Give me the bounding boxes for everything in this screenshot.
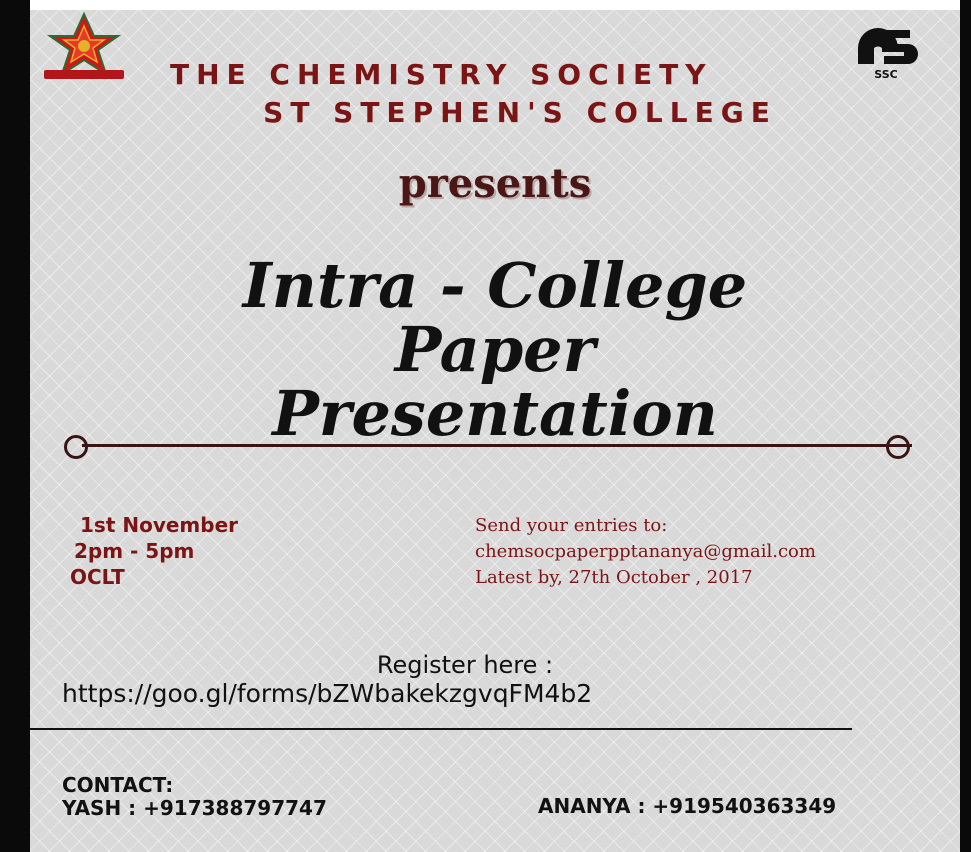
entries-email[interactable]: chemsocpaperpptananya@gmail.com xyxy=(475,541,816,562)
contact-yash: YASH : +917388797747 xyxy=(62,796,327,820)
left-black-border xyxy=(0,0,30,852)
college-name: ST STEPHEN'S COLLEGE xyxy=(263,96,777,129)
event-date: 1st November xyxy=(80,513,239,537)
divider-left-circle xyxy=(64,435,88,459)
divider-right-circle xyxy=(886,435,910,459)
footer-rule xyxy=(30,728,852,730)
register-link[interactable]: https://goo.gl/forms/bZWbakekzgvqFM4b2 xyxy=(62,679,593,708)
title-divider-line xyxy=(82,444,912,447)
event-title-line-3: Presentation xyxy=(272,377,718,450)
right-black-border xyxy=(960,0,971,852)
event-time: 2pm - 5pm xyxy=(74,539,195,563)
event-title-line-1: Intra - College xyxy=(242,249,748,322)
register-label: Register here : xyxy=(376,651,554,679)
poster: SSC THE CHEMISTRY SOCIETY ST STEPHEN'S C… xyxy=(30,10,960,852)
society-title: THE CHEMISTRY SOCIETY xyxy=(170,58,713,91)
entries-label: Send your entries to: xyxy=(475,515,668,536)
logo-right-text: SSC xyxy=(874,68,897,81)
entries-deadline: Latest by, 27th October , 2017 xyxy=(475,567,753,588)
contact-label: CONTACT: xyxy=(62,773,174,797)
event-venue: OCLT xyxy=(70,565,125,589)
chemsoc-ssc-logo-icon: SSC xyxy=(858,28,918,81)
presents-text: presents xyxy=(398,160,592,207)
contact-ananya: ANANYA : +919540363349 xyxy=(538,794,837,818)
college-star-emblem-icon xyxy=(44,12,124,79)
event-title-line-2: Paper xyxy=(394,313,596,386)
